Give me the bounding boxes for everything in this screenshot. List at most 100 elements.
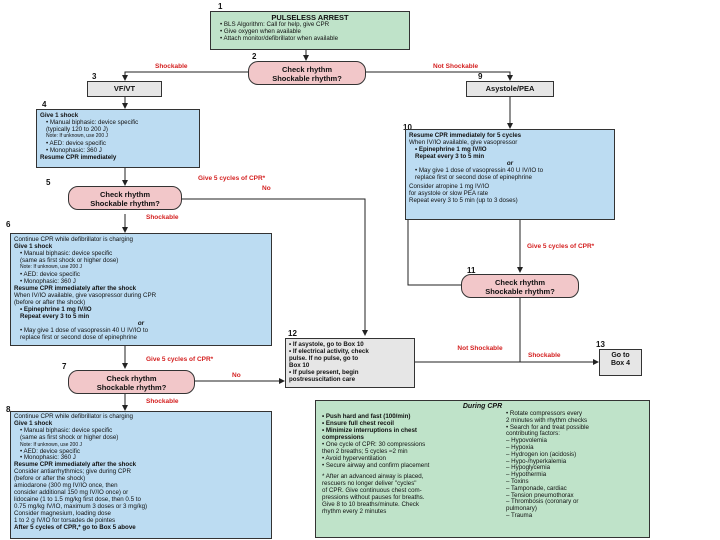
box-line: When IV/IO available, give vasopressor d… <box>14 292 157 299</box>
step-number-6: 6 <box>6 220 11 229</box>
box-line: Resume CPR immediately <box>40 154 117 161</box>
box-line: Continue CPR while defibrillator is char… <box>14 413 133 420</box>
decision-line: Shockable rhythm? <box>485 287 555 296</box>
step-number-10: 10 <box>403 123 412 132</box>
label-shockable: Shockable <box>146 398 179 405</box>
decision-check-rhythm-11: Check rhythm Shockable rhythm? <box>461 274 579 298</box>
box-line: (same as first shock or higher dose) <box>20 257 119 264</box>
box-line: pulse. If no pulse, go to <box>289 355 359 362</box>
box-line: • If asystole, go to Box 10 <box>289 341 364 348</box>
box-go-to-box-4: Go to Box 4 <box>599 349 642 376</box>
box-line: • Monophasic: 360 J <box>46 147 102 154</box>
box-line: pressions without pauses for breaths. <box>322 494 425 501</box>
box-line: Give 1 shock <box>14 243 53 250</box>
box-line: 0.75 mg/kg IV/IO, maximum 3 doses or 3 m… <box>14 502 148 510</box>
box-line: Give 1 shock <box>14 419 53 427</box>
box-line: Resume CPR immediately for 5 cycles <box>409 132 522 139</box>
box-line: Box 4 <box>610 360 631 367</box>
label-shockable: Shockable <box>155 63 188 70</box>
box-line: • BLS Algorithm: Call for help, give CPR <box>220 21 330 28</box>
box-line: (before or after the shock) <box>14 299 86 306</box>
box-line: Resume CPR immediately after the shock <box>14 461 137 469</box>
box-line: or <box>506 160 514 167</box>
box-title: PULSELESS ARREST <box>271 13 349 22</box>
box-line: • Ensure full chest recoil <box>322 420 394 427</box>
box-line: Consider antiarrhythmics; give during CP… <box>14 468 131 476</box>
step-number-9: 9 <box>478 72 483 81</box>
step-number-12: 12 <box>288 329 297 338</box>
box-line: amiodarone (300 mg IV/IO once, then <box>14 482 118 490</box>
box-asystole-pulse-check: • If asystole, go to Box 10 • If electri… <box>285 338 415 388</box>
step-number-8: 8 <box>6 405 11 414</box>
box-line: postresuscitation care <box>289 376 356 383</box>
decision-line: Shockable rhythm? <box>96 383 167 392</box>
label-no: No <box>262 185 271 192</box>
box-line: then 2 breaths; 5 cycles ≈2 min <box>322 448 408 455</box>
step-number-1: 1 <box>218 2 223 11</box>
box-line: replace first or second dose of epinephr… <box>415 174 532 181</box>
box-line: • Epinephrine 1 mg IV/IO <box>415 146 487 153</box>
label-give-5-cycles: Give 5 cycles of CPR* <box>527 243 595 250</box>
box-line: lidocaine (1 to 1.5 mg/kg first dose, th… <box>14 495 141 503</box>
box-line: Repeat every 3 to 5 min <box>20 313 90 320</box>
box-line: • Secure airway and confirm placement <box>322 462 430 469</box>
box-line: – Toxins <box>506 477 529 485</box>
box-line: or <box>137 320 145 327</box>
decision-line: Check rhythm <box>106 374 157 383</box>
decision-line: Check rhythm <box>281 65 332 74</box>
label-shockable: Shockable <box>146 214 179 221</box>
box-line: • May give 1 dose of vasopressin 40 U IV… <box>20 327 149 334</box>
step-number-11: 11 <box>467 266 476 275</box>
box-line: • Give oxygen when available <box>220 28 301 35</box>
decision-line: Shockable rhythm? <box>272 74 342 83</box>
box-line: consider additional 150 mg IV/IO once) o… <box>14 488 129 496</box>
step-number-2: 2 <box>252 52 257 61</box>
box-line: – Hypoglycemia <box>506 464 551 472</box>
box-line: Note: If unknown, use 200 J <box>20 264 82 270</box>
box-line: • AED: device specific <box>20 271 80 278</box>
box-line: (before or after the shock) <box>14 475 86 483</box>
box-line: – Hypovolemia <box>506 437 547 445</box>
box-line: replace first or second dose of epinephr… <box>20 334 137 341</box>
box-line: – Tamponade, cardiac <box>506 484 567 492</box>
box-line: – Hydrogen ion (acidosis) <box>506 450 577 458</box>
box-line: contributing factors: <box>506 430 560 438</box>
box-line: Note: If unknown, use 200 J <box>20 441 82 448</box>
decision-check-rhythm-7: Check rhythm Shockable rhythm? <box>68 370 195 394</box>
box-line: 1 to 2 g IV/IO for torsades de pointes <box>14 516 116 524</box>
box-line: Box 10 <box>289 362 310 369</box>
during-cpr-left-column: • Push hard and fast (100/min) • Ensure … <box>322 413 429 515</box>
label-no: No <box>232 372 241 379</box>
box-line: (same as first shock or higher dose) <box>20 433 119 441</box>
box-line: • Minimize interruptions in chest <box>322 427 417 434</box>
label-not-shockable: Not Shockable <box>433 63 479 70</box>
box-asystole-pea: Asystole/PEA <box>466 81 554 97</box>
box-line: pulmonary) <box>506 505 537 513</box>
box-line: Go to <box>611 352 630 359</box>
box-line: • Search for and treat possible <box>506 423 589 431</box>
box-give-1-shock: Give 1 shock • Manual biphasic: device s… <box>36 109 200 168</box>
box-line: • Manual biphasic: device specific <box>20 426 113 434</box>
decision-line: Check rhythm <box>494 278 545 287</box>
box-line: – Hypoxia <box>506 443 534 451</box>
label-give-5-cycles: Give 5 cycles of CPR* <box>146 356 214 363</box>
box-line: (typically 120 to 200 J) <box>46 126 108 133</box>
box-line: for asystole or slow PEA rate <box>409 190 489 197</box>
box-line: • Manual biphasic: device specific <box>46 119 139 126</box>
box-line: • AED: device specific <box>20 447 80 455</box>
box-line: – Thrombosis (coronary or <box>506 498 579 506</box>
box-line: Consider magnesium, loading dose <box>14 509 111 517</box>
box-during-cpr: During CPR • Push hard and fast (100/min… <box>315 400 650 538</box>
label-give-5-cycles: Give 5 cycles of CPR* <box>198 175 266 182</box>
box-continue-cpr-shock-vasopressor: Continue CPR while defibrillator is char… <box>10 233 272 346</box>
decision-line: Shockable rhythm? <box>90 199 160 208</box>
label-not-shockable: Not Shockable <box>457 345 503 352</box>
decision-check-rhythm-5: Check rhythm Shockable rhythm? <box>68 186 182 210</box>
box-line: • Manual biphasic: device specific <box>20 250 113 257</box>
box-line: • One cycle of CPR: 30 compressions <box>322 441 426 448</box>
box-line: • Avoid hyperventilation <box>322 455 386 462</box>
box-pulseless-arrest: PULSELESS ARREST • BLS Algorithm: Call f… <box>210 11 410 50</box>
box-line: of CPR. Give continuous chest com- <box>322 487 422 494</box>
decision-line: Check rhythm <box>99 190 150 199</box>
step-number-13: 13 <box>596 340 605 349</box>
